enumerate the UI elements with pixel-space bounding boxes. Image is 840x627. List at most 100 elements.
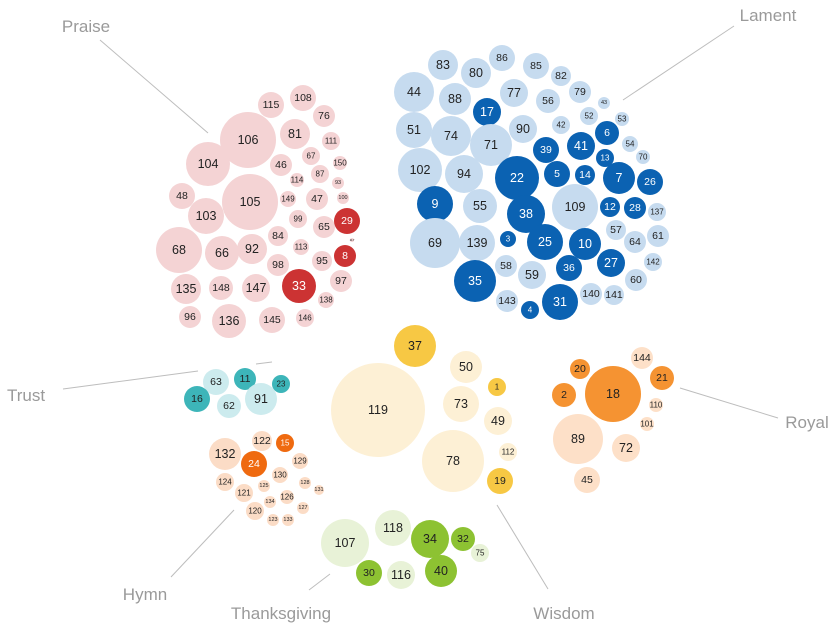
bubble-label-psalm-33: 33 — [292, 279, 306, 293]
bubble-label-psalm-106: 106 — [238, 133, 259, 147]
bubble-label-psalm-74: 74 — [444, 129, 458, 143]
bubble-label-psalm-34: 34 — [423, 532, 437, 546]
praise-leader-line — [99, 39, 209, 134]
bubble-psalm-29 — [334, 208, 360, 234]
bubble-label-psalm-117: 117 — [350, 238, 355, 242]
bubble-label-psalm-134: 134 — [265, 499, 274, 505]
bubble-psalm-35 — [454, 260, 496, 302]
bubble-label-psalm-32: 32 — [457, 533, 469, 545]
bubble-psalm-22 — [495, 156, 539, 200]
bubble-label-psalm-3: 3 — [506, 235, 511, 244]
bubble-label-psalm-26: 26 — [644, 176, 656, 188]
bubble-psalm-5 — [544, 161, 570, 187]
bubble-psalm-55 — [463, 189, 497, 223]
bubble-label-psalm-87: 87 — [316, 170, 325, 179]
bubble-label-psalm-30: 30 — [363, 567, 375, 579]
bubble-psalm-93 — [332, 177, 344, 189]
bubble-psalm-34 — [411, 520, 449, 558]
bubble-psalm-123 — [267, 514, 279, 526]
bubble-psalm-50 — [450, 351, 482, 383]
bubble-psalm-48 — [169, 183, 195, 209]
bubble-psalm-67 — [302, 147, 320, 165]
wisdom-leader-line — [496, 504, 549, 590]
bubble-label-psalm-142: 142 — [646, 258, 660, 267]
bubble-psalm-76 — [313, 105, 335, 127]
bubble-psalm-137 — [648, 203, 666, 221]
bubble-label-psalm-69: 69 — [428, 236, 442, 250]
bubble-psalm-70 — [636, 150, 650, 164]
bubble-label-psalm-148: 148 — [212, 282, 230, 294]
bubble-label-psalm-150: 150 — [333, 159, 347, 168]
bubble-label-psalm-84: 84 — [272, 230, 284, 242]
bubble-label-psalm-145: 145 — [263, 314, 281, 326]
bubble-psalm-24 — [241, 451, 267, 477]
bubble-psalm-113 — [293, 239, 309, 255]
trust-group-label: Trust — [7, 386, 45, 405]
bubble-label-psalm-28: 28 — [629, 202, 641, 214]
bubble-label-psalm-44: 44 — [407, 85, 421, 99]
bubble-label-psalm-129: 129 — [293, 457, 307, 466]
bubble-psalm-105 — [222, 174, 278, 230]
bubble-label-psalm-5: 5 — [554, 168, 560, 180]
bubble-label-psalm-138: 138 — [319, 296, 333, 305]
bubble-psalm-14 — [575, 165, 595, 185]
bubble-label-psalm-41: 41 — [574, 139, 588, 153]
bubble-psalm-27 — [597, 249, 625, 277]
bubble-psalm-114 — [290, 173, 304, 187]
bubble-label-psalm-68: 68 — [172, 243, 186, 257]
bubble-label-psalm-49: 49 — [491, 414, 505, 428]
bubble-label-psalm-147: 147 — [246, 281, 267, 295]
bubble-label-psalm-19: 19 — [494, 475, 506, 487]
bubble-psalm-104 — [186, 142, 230, 186]
bubble-psalm-13 — [596, 149, 614, 167]
bubble-label-psalm-35: 35 — [468, 274, 482, 288]
bubble-label-psalm-137: 137 — [650, 208, 664, 217]
bubble-label-psalm-10: 10 — [578, 237, 592, 251]
bubble-psalm-25 — [527, 224, 563, 260]
bubble-psalm-59 — [518, 261, 546, 289]
bubble-psalm-10 — [569, 228, 601, 260]
bubble-label-psalm-61: 61 — [652, 230, 664, 242]
bubble-label-psalm-71: 71 — [484, 138, 498, 152]
bubble-psalm-37 — [394, 325, 436, 367]
thanksgiving-leader-line — [308, 573, 331, 591]
bubble-label-psalm-11: 11 — [240, 373, 251, 385]
bubble-label-psalm-4: 4 — [528, 306, 533, 315]
bubble-psalm-16 — [184, 386, 210, 412]
bubble-psalm-75 — [471, 544, 489, 562]
bubble-psalm-118 — [375, 510, 411, 546]
bubble-label-psalm-143: 143 — [498, 295, 516, 307]
bubble-label-psalm-108: 108 — [294, 92, 312, 104]
bubble-label-psalm-131: 131 — [314, 487, 323, 493]
bubble-psalm-120 — [246, 502, 264, 520]
bubble-psalm-77 — [500, 79, 528, 107]
bubble-psalm-82 — [551, 66, 571, 86]
bubble-psalm-84 — [268, 226, 288, 246]
bubble-label-psalm-149: 149 — [281, 195, 295, 204]
bubble-psalm-7 — [603, 162, 635, 194]
bubble-label-psalm-92: 92 — [245, 242, 259, 256]
bubble-label-psalm-2: 2 — [561, 389, 567, 401]
bubble-label-psalm-83: 83 — [436, 58, 450, 72]
bubble-label-psalm-7: 7 — [616, 171, 623, 185]
bubble-psalm-32 — [451, 527, 475, 551]
bubble-psalm-97 — [330, 270, 352, 292]
bubble-psalm-132 — [209, 438, 241, 470]
bubble-psalm-149 — [280, 191, 296, 207]
bubble-label-psalm-125: 125 — [259, 483, 268, 489]
bubble-psalm-78 — [422, 430, 484, 492]
bubble-psalm-18 — [585, 366, 641, 422]
bubble-psalm-124 — [216, 473, 234, 491]
bubble-label-psalm-67: 67 — [307, 152, 316, 161]
bubble-psalm-96 — [179, 306, 201, 328]
bubble-label-psalm-120: 120 — [248, 507, 262, 516]
bubble-label-psalm-64: 64 — [629, 236, 641, 248]
bubble-label-psalm-8: 8 — [342, 250, 348, 262]
bubble-label-psalm-56: 56 — [542, 95, 554, 107]
bubble-psalm-8 — [334, 245, 356, 267]
bubble-psalm-141 — [604, 285, 624, 305]
bubble-label-psalm-128: 128 — [300, 480, 309, 486]
